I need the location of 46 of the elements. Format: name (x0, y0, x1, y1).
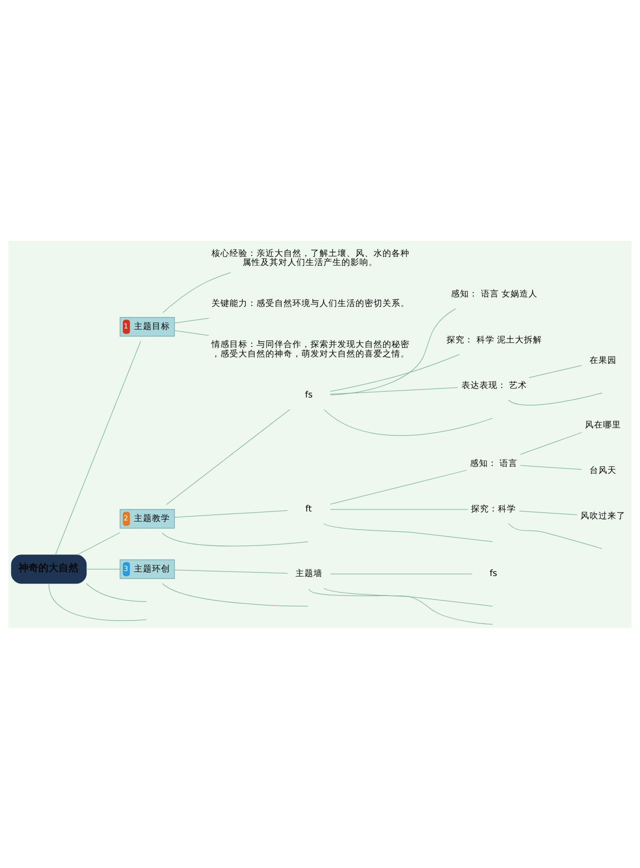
node-text: fs (490, 568, 498, 579)
connector (174, 330, 210, 336)
connector (519, 510, 578, 515)
connector (324, 408, 493, 436)
node-text: 感知： 语言 女娲造人 (451, 289, 538, 300)
node-box: 神奇的大自然 (11, 554, 87, 584)
node-text: 台风天 (590, 466, 617, 476)
connector (330, 386, 458, 394)
connector (166, 408, 290, 504)
node-text: 风在哪里 (584, 420, 621, 430)
connector (162, 532, 308, 546)
connector (330, 469, 467, 504)
node-text: 感知： 语言 (470, 458, 518, 468)
connector (162, 272, 231, 312)
node-text: 风吹过来了 (580, 511, 626, 522)
connector (520, 432, 582, 454)
connector (330, 354, 460, 392)
connector (162, 582, 308, 606)
connector (174, 317, 210, 323)
connector (330, 308, 456, 395)
node-text: fs (305, 390, 313, 400)
connector (76, 532, 120, 555)
connector (174, 569, 288, 574)
node-text: ft (305, 504, 312, 514)
node-text: 在果园 (590, 355, 617, 366)
node-text: 探究：科学 (471, 504, 516, 514)
connector (520, 464, 582, 470)
connector (324, 587, 493, 606)
connector (48, 583, 147, 620)
connector (330, 573, 472, 574)
connector (508, 392, 602, 405)
connector (508, 522, 602, 549)
connector (86, 582, 147, 602)
node-text: 探究： 科学 泥土大拆解 (446, 334, 542, 345)
connector (86, 568, 120, 570)
connector (330, 508, 468, 510)
connector (324, 522, 493, 542)
node-text: 表达表现： 艺术 (461, 380, 528, 391)
node-text: 核心经验：亲近大自然，了解土壤、风、水的各种属性及其对人们生活产生的影响。 (211, 248, 410, 268)
node-text: 情感目标：与同伴合作，探索并发现大自然的秘密，感受大自然的神奇，萌发对大自然的喜爱之情。 (211, 340, 410, 360)
node-text: 关键能力：感受自然环境与人们生活的密切关系。 (211, 298, 410, 309)
connector (308, 588, 493, 624)
node-text: 主题墙 (296, 568, 323, 579)
connector (55, 340, 142, 555)
connector (174, 510, 288, 518)
connector (528, 364, 582, 378)
